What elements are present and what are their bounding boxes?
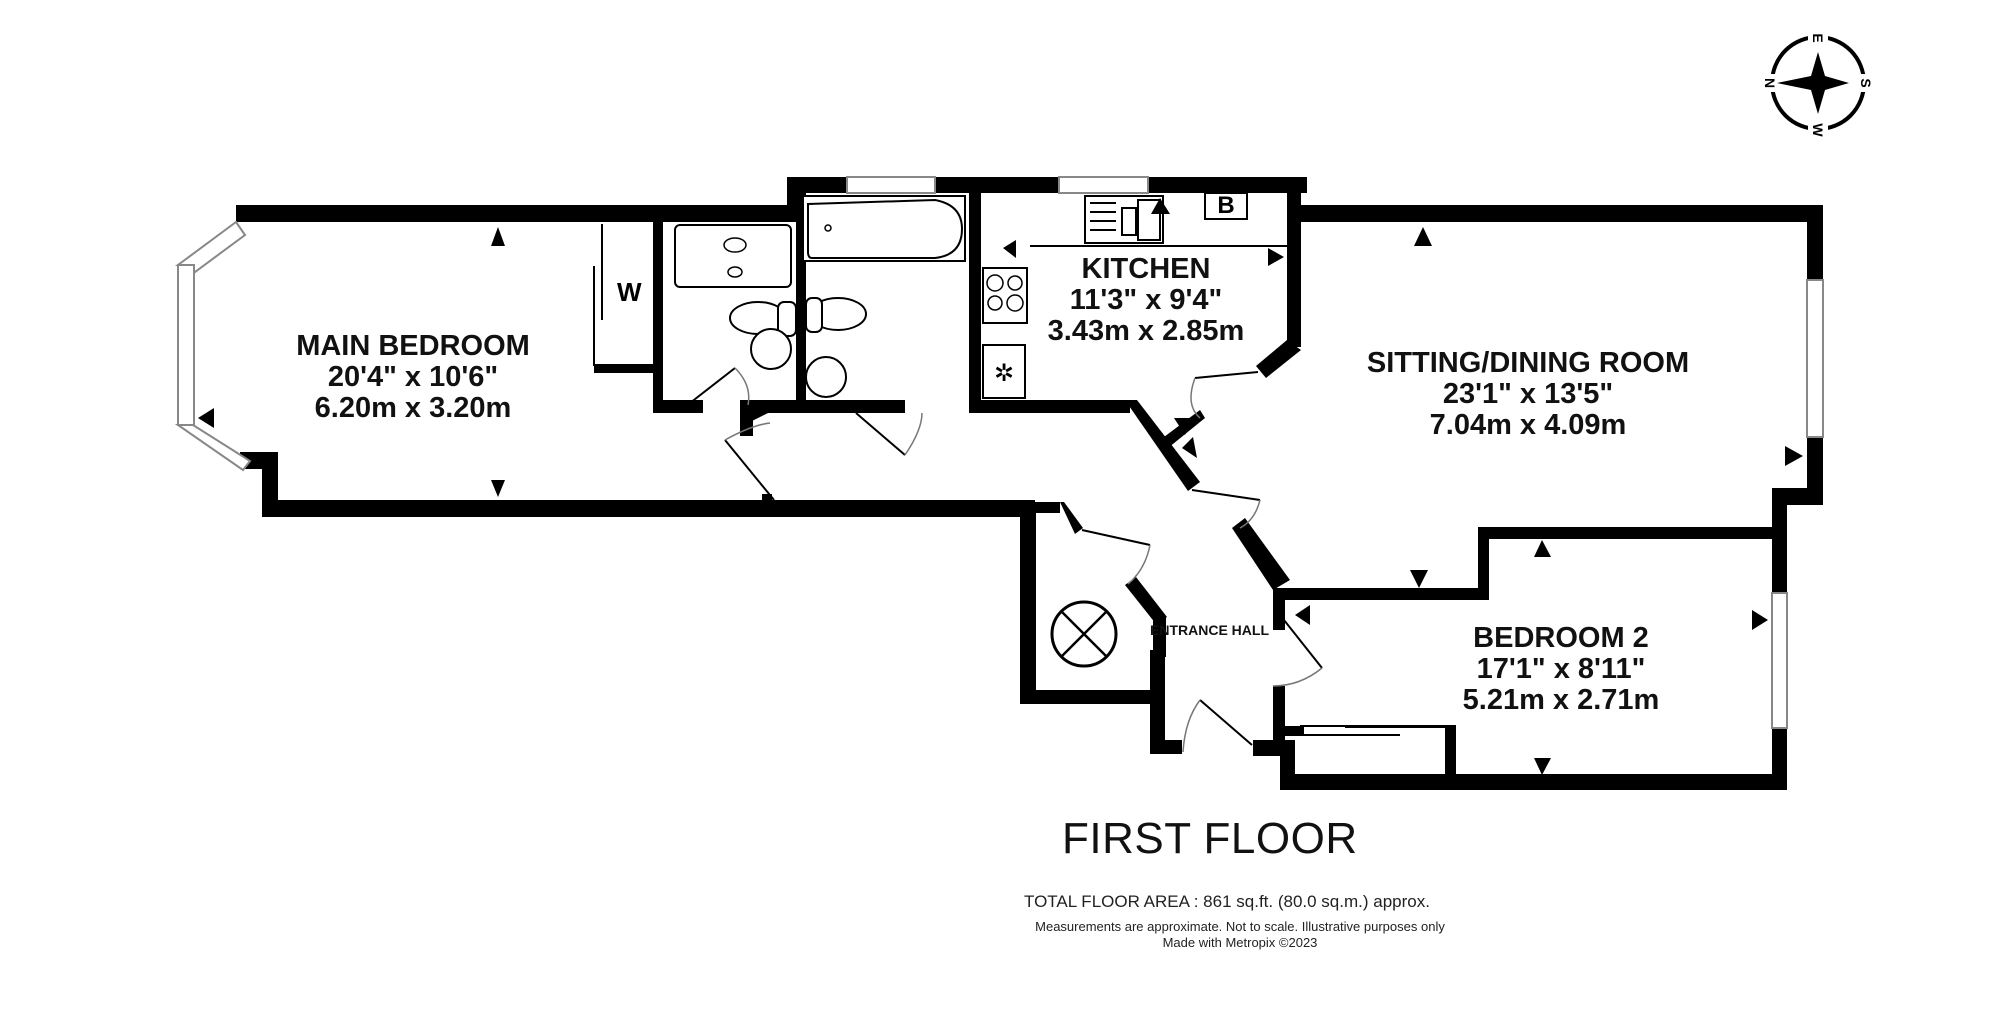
shower-tray-icon: [674, 224, 792, 288]
room-dimensions-metric: 5.21m x 2.71m: [1462, 684, 1660, 716]
toilet-icon: [729, 297, 867, 337]
sink-icon: [1084, 195, 1164, 244]
credit-text: Made with Metropix ©2023: [1162, 935, 1318, 950]
disclaimer-block: Measurements are approximate. Not to sca…: [1000, 919, 1480, 951]
room-name: SITTING/DINING ROOM: [1366, 347, 1690, 379]
boiler-label: B: [1204, 192, 1248, 220]
hob-icon: [982, 267, 1028, 324]
basin-icon: [750, 328, 847, 398]
fridge-freezer-icon: ✲: [982, 344, 1026, 399]
wardrobe-label: W: [617, 277, 642, 307]
room-name: MAIN BEDROOM: [296, 330, 530, 362]
room-dimensions-metric: 3.43m x 2.85m: [1047, 315, 1245, 347]
room-name: BEDROOM 2: [1473, 622, 1649, 654]
total-floor-area: TOTAL FLOOR AREA : 861 sq.ft. (80.0 sq.m…: [1024, 892, 1430, 911]
room-label-sitting-dining-room: SITTING/DINING ROOM 23'1" x 13'5" 7.04m …: [1367, 349, 1689, 440]
room-dimensions-imperial: 23'1" x 13'5": [1442, 378, 1614, 410]
room-label-kitchen: KITCHEN 11'3" x 9'4" 3.43m x 2.85m: [1048, 255, 1245, 346]
svg-text:S: S: [1858, 78, 1874, 87]
svg-text:N: N: [1762, 78, 1778, 88]
bath-icon: [802, 195, 966, 262]
room-dimensions-imperial: 20'4" x 10'6": [327, 361, 499, 393]
room-dimensions-imperial: 17'1" x 8'11": [1476, 653, 1646, 685]
room-label-entrance-hall: ENTRANCE HALL: [1150, 622, 1269, 638]
room-label-bedroom-2: BEDROOM 2 17'1" x 8'11" 5.21m x 2.71m: [1463, 624, 1660, 715]
room-dimensions-imperial: 11'3" x 9'4": [1069, 284, 1223, 316]
compass-rose-icon: E S W N: [1762, 30, 1874, 137]
room-dimensions-metric: 6.20m x 3.20m: [314, 392, 512, 424]
floor-title: FIRST FLOOR: [1062, 814, 1358, 863]
cylinder-cupboard-icon: [1050, 600, 1118, 668]
disclaimer-text: Measurements are approximate. Not to sca…: [1035, 919, 1445, 934]
room-dimensions-metric: 7.04m x 4.09m: [1429, 409, 1627, 441]
windows: [174, 176, 1824, 729]
svg-text:W: W: [1810, 123, 1826, 137]
room-label-main-bedroom: MAIN BEDROOM 20'4" x 10'6" 6.20m x 3.20m: [296, 332, 530, 423]
room-name: KITCHEN: [1081, 253, 1211, 285]
svg-text:✲: ✲: [994, 359, 1014, 387]
doors: [689, 367, 1323, 753]
svg-text:E: E: [1810, 33, 1826, 42]
dimension-arrows: [198, 198, 1803, 775]
wardrobe-icon: [593, 224, 603, 366]
